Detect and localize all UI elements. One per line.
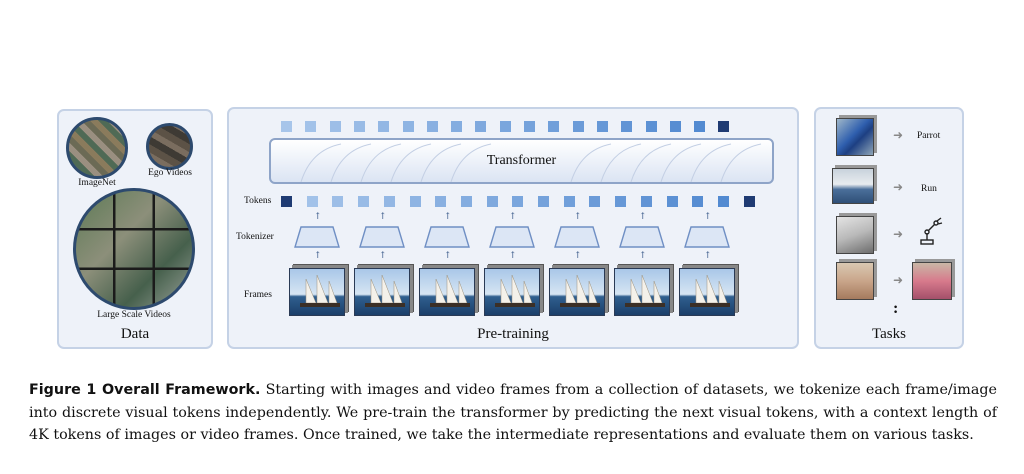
output-token [645,121,657,132]
input-token [538,196,549,207]
output-token [548,121,560,132]
video-frame-image [484,268,540,316]
tokens-row-label: Tokens [244,196,272,206]
input-token [358,196,370,207]
input-token [306,196,318,207]
tokenizer-row-label: Tokenizer [236,232,274,242]
arrow-right-icon: ➜ [893,227,904,241]
input-token [383,196,395,207]
task-label-parrot: Parrot [917,131,941,141]
pretraining-panel-title: Pre-training [477,326,549,342]
transformer-block: Transformer [269,138,774,184]
arrow-up-icon: ↑ [314,212,322,222]
robot-scene-image [836,216,874,254]
video-frame-image [614,268,670,316]
arrow-up-icon: ↑ [509,251,517,261]
video-frame-image [419,268,475,316]
input-token [332,196,344,207]
task-label-run: Run [921,184,937,194]
output-token [694,121,706,132]
input-token [666,196,678,207]
more-tasks-ellipsis: : [893,300,899,317]
output-token [353,121,365,132]
tokenizer-block [294,226,340,248]
arrow-right-icon: ➜ [893,273,904,287]
input-token [512,196,524,207]
arrow-up-icon: ↑ [574,251,582,261]
input-token [486,196,498,207]
output-token [572,121,584,132]
input-token [743,196,755,207]
ego-videos-collage [146,123,193,170]
output-token [718,121,730,132]
arrow-right-icon: ➜ [893,180,904,194]
parrot-image [836,118,874,156]
attention-curves [300,143,762,182]
arrow-up-icon: ↑ [574,212,582,222]
robot-arm-icon [920,217,943,245]
tokenizer-block [554,226,600,248]
output-token [281,121,292,132]
arrow-up-icon: ↑ [379,212,387,222]
output-token [378,121,390,132]
runner-image [832,168,874,204]
video-frame-image [354,268,410,316]
caption-label: Figure 1 Overall Framework. [29,382,261,398]
frames-row-label: Frames [244,290,272,300]
video-frame-image [549,268,605,316]
tasks-panel-title: Tasks [872,326,906,342]
output-token [669,121,681,132]
caption-text: Starting with images and video frames fr… [29,382,997,443]
tokenizer-block [424,226,470,248]
video-frame-image [679,268,735,316]
large-scale-videos-label: Large Scale Videos [97,310,171,320]
arrow-up-icon: ↑ [704,212,712,222]
generated-flamingo-image [912,262,952,300]
input-token [563,196,575,207]
imagenet-label: ImageNet [78,178,116,188]
flamingo-image [836,262,874,300]
input-token [409,196,421,207]
ego-videos-label: Ego Videos [148,168,192,178]
tokenizer-block [684,226,730,248]
output-token [329,121,341,132]
input-token [281,196,292,207]
output-token [524,121,535,132]
video-frame-image [289,268,345,316]
input-token [589,196,601,207]
arrow-right-icon: ➜ [893,128,904,142]
input-token [717,196,729,207]
arrow-up-icon: ↑ [639,251,647,261]
output-token [402,121,414,132]
output-token [621,121,633,132]
figure-caption: Figure 1 Overall Framework. Starting wit… [29,379,997,447]
arrow-up-icon: ↑ [379,251,387,261]
tokenizer-block [619,226,665,248]
input-token [692,196,704,207]
arrow-up-icon: ↑ [444,251,452,261]
arrow-up-icon: ↑ [639,212,647,222]
transformer-label: Transformer [486,153,557,168]
arrow-up-icon: ↑ [704,251,712,261]
input-token [460,196,472,207]
large-scale-videos-collage [73,188,195,310]
output-token [596,121,608,132]
output-token [305,121,317,132]
data-panel-title: Data [120,326,150,342]
input-token [615,196,627,207]
output-token [426,121,438,132]
arrow-up-icon: ↑ [509,212,517,222]
arrow-up-icon: ↑ [314,251,322,261]
tokenizer-block [359,226,405,248]
output-token [499,121,511,132]
input-token [640,196,652,207]
arrow-up-icon: ↑ [444,212,452,222]
output-token [451,121,463,132]
tokenizer-block [489,226,535,248]
imagenet-collage [66,117,128,179]
output-token [475,121,487,132]
input-token [435,196,447,207]
